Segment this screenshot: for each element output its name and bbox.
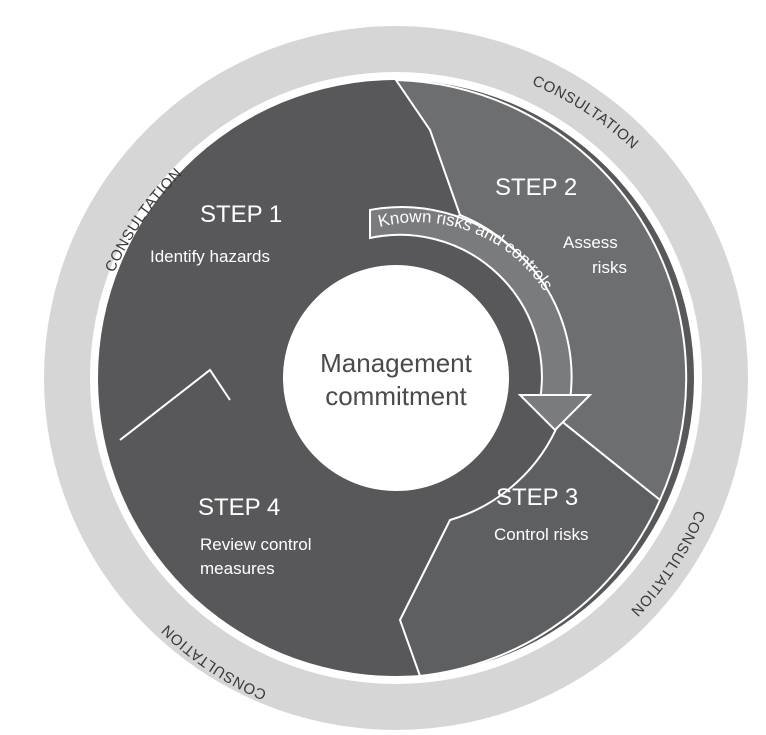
step-2-body-line-2: risks [592,258,627,277]
inner-arrow-head [517,394,593,432]
center-label-line-2: commitment [325,381,467,411]
step-3-title: STEP 3 [496,484,578,511]
center-circle [278,260,514,496]
center-ring [273,255,519,501]
step-2-title: STEP 2 [495,174,577,201]
step-1-body-line-1: Identify hazards [150,247,270,266]
step-4-boundary [119,368,231,441]
step-4-title: STEP 4 [198,494,280,521]
step-4-body-line-1: Review control [200,535,312,554]
step-1-title: STEP 1 [200,201,282,228]
step-3-segment [398,418,662,678]
step-4-body-line-2: measures [200,559,275,578]
step-2-body-line-1: Assess [563,233,618,252]
step-3-body-line-1: Control risks [494,525,588,544]
center-label-line-1: Management [320,348,473,378]
